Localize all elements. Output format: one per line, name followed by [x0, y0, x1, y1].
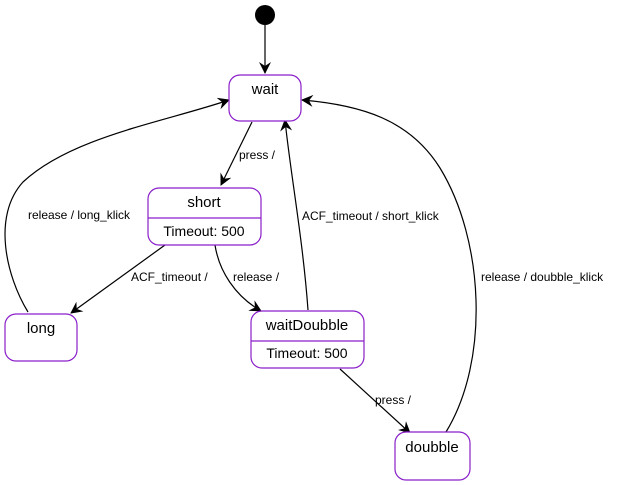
state-short: short Timeout: 500 [147, 187, 262, 246]
edge-long-to-wait [4, 97, 230, 313]
edge-doubble-to-wait [301, 94, 477, 433]
edge-wait-to-short [220, 121, 253, 186]
edge-label-waitDoubble-to-doubble: press / [375, 393, 412, 407]
state-waitDoubble-title: waitDoubble [265, 317, 349, 334]
edge-short-to-long [70, 244, 166, 314]
state-doubble-title: doubble [405, 439, 458, 456]
edge-label-doubble-to-wait: release / doubble_klick [481, 270, 604, 284]
state-long: long [4, 313, 78, 362]
state-wait-title: wait [251, 81, 280, 98]
initial-state-node [255, 5, 275, 25]
edge-waitDoubble-to-wait [280, 119, 309, 311]
state-doubble: doubble [394, 431, 471, 481]
edge-label-short-to-long: ACF_timeout / [131, 270, 208, 284]
edge-label-long-to-wait: release / long_klick [28, 208, 131, 222]
state-short-title: short [187, 194, 221, 211]
edge-short-to-waitDoubble [214, 244, 262, 312]
state-waitDoubble: waitDoubble Timeout: 500 [250, 310, 365, 369]
edge-label-short-to-waitDoubble: release / [233, 270, 280, 284]
edge-waitDoubble-to-doubble [339, 368, 411, 434]
state-long-title: long [27, 320, 55, 337]
edge-label-waitDoubble-to-wait: ACF_timeout / short_klick [302, 209, 440, 223]
state-short-activity: Timeout: 500 [163, 223, 244, 239]
edge-label-wait-to-short: press / [239, 148, 276, 162]
state-wait: wait [228, 74, 302, 122]
state-waitDoubble-activity: Timeout: 500 [266, 345, 347, 361]
